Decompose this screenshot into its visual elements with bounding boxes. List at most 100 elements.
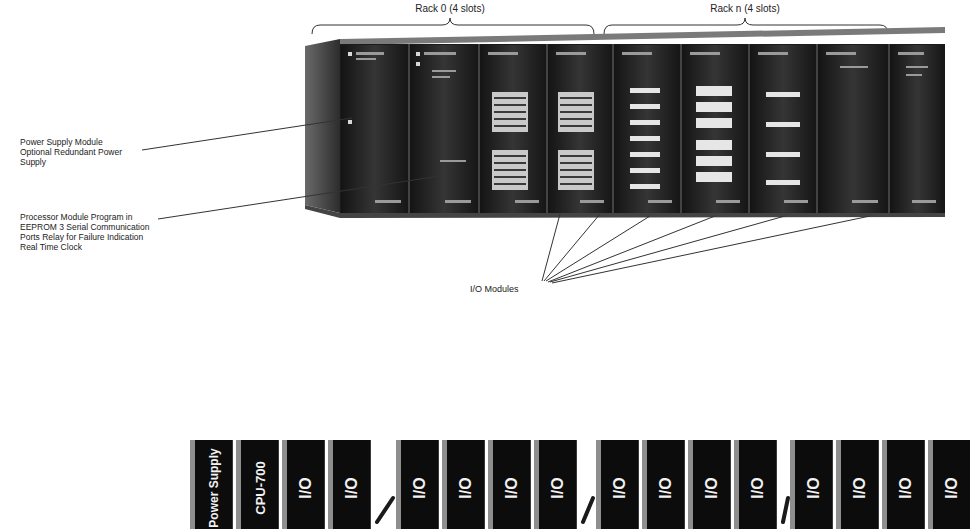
module-label: I/O (897, 477, 915, 498)
led-bar (560, 169, 592, 171)
led-dash (630, 88, 660, 93)
module-marking (432, 76, 450, 78)
led-window (558, 92, 594, 132)
module-marking (348, 52, 352, 56)
module-label: I/O (657, 477, 675, 498)
module-marking (622, 52, 652, 55)
callout-label: Power Supply Module Optional Redundant P… (20, 137, 124, 167)
module-marking (826, 52, 856, 55)
module-separator (889, 44, 890, 213)
io-module: I/O (488, 440, 531, 529)
callout-label: Processor Module Program in EEPROM 3 Ser… (20, 212, 150, 252)
module-marking (840, 66, 868, 68)
led-bar (494, 169, 526, 171)
module-face (682, 45, 748, 213)
rack-housing (305, 39, 340, 213)
module-marking (690, 52, 720, 55)
module-marking (375, 200, 401, 203)
module-label: I/O (749, 477, 767, 498)
rack-bracket (312, 18, 594, 34)
module-label: I/O (703, 477, 721, 498)
module-separator (613, 44, 614, 213)
led-bar (494, 104, 526, 106)
led-dash (696, 172, 732, 182)
led-bar (494, 97, 592, 185)
led-dash (766, 180, 800, 185)
led-window (492, 150, 528, 190)
led-bar (560, 104, 592, 106)
module-marking (906, 74, 922, 76)
rack-cable (783, 498, 788, 522)
leader-line (546, 216, 650, 281)
module-marking (424, 52, 456, 55)
module-separator (749, 44, 750, 213)
led-bar (560, 111, 592, 113)
rack-housing (340, 27, 945, 45)
rack-cable (583, 498, 593, 522)
led-dash (766, 122, 800, 127)
module-face (548, 45, 612, 213)
led-bar (494, 183, 526, 185)
led-bar (560, 183, 592, 185)
module-face (341, 45, 408, 213)
io-module: I/O (396, 440, 439, 529)
module-label: I/O (549, 477, 567, 498)
module-marking (580, 200, 604, 203)
led-bar (494, 97, 526, 99)
module-separator (547, 44, 548, 213)
led-dash (630, 86, 800, 189)
led-dash (630, 120, 660, 125)
led-dash (766, 152, 800, 157)
led-bar (494, 176, 526, 178)
module-face (818, 45, 888, 213)
rack-label: Rack n (4 slots) (710, 3, 779, 15)
led-dash (696, 102, 732, 112)
leader-line (544, 214, 600, 281)
io-module: I/O (642, 440, 685, 529)
cpu-module: CPU-700 (236, 440, 279, 529)
led-bar (560, 97, 592, 99)
module-marking (356, 58, 376, 60)
module-marking (758, 52, 788, 55)
rack-label: Rack 0 (4 slots) (415, 3, 484, 15)
led-bar (560, 125, 592, 127)
module-label: I/O (297, 477, 315, 498)
module-separator (817, 44, 818, 213)
rack-housing (340, 44, 945, 214)
led-dash (630, 104, 660, 109)
led-window (492, 92, 528, 132)
module-marking (906, 66, 928, 68)
led-bar (494, 125, 526, 127)
led-dash (696, 156, 732, 166)
callout-label: I/O Modules (470, 284, 519, 295)
module-face (614, 45, 680, 213)
led-bar (560, 176, 592, 178)
module-label: I/O (343, 477, 361, 498)
rack-housing (305, 27, 945, 218)
led-dash (630, 168, 660, 173)
io-module: I/O (836, 440, 879, 529)
module-marking (416, 62, 420, 66)
module-separator (681, 44, 682, 213)
led-bar (494, 162, 526, 164)
module-marking (348, 120, 352, 124)
leader-line (142, 118, 870, 283)
module-separator (409, 44, 889, 213)
power-supply-module: Power Supply (190, 440, 233, 529)
module-separator (479, 44, 480, 213)
led-bar (560, 118, 592, 120)
led-dash (696, 86, 732, 96)
leader-line (158, 176, 440, 219)
led-dash (766, 92, 800, 97)
module-marking (432, 70, 456, 72)
module-marking (440, 160, 466, 162)
module-marking (356, 52, 384, 55)
leader-line (552, 216, 870, 283)
module-label: Power Supply (207, 448, 221, 527)
io-module: I/O (734, 440, 777, 529)
module-label: I/O (611, 477, 629, 498)
module-marking (515, 200, 539, 203)
module-label: I/O (943, 477, 961, 498)
rack-cable (377, 498, 393, 522)
